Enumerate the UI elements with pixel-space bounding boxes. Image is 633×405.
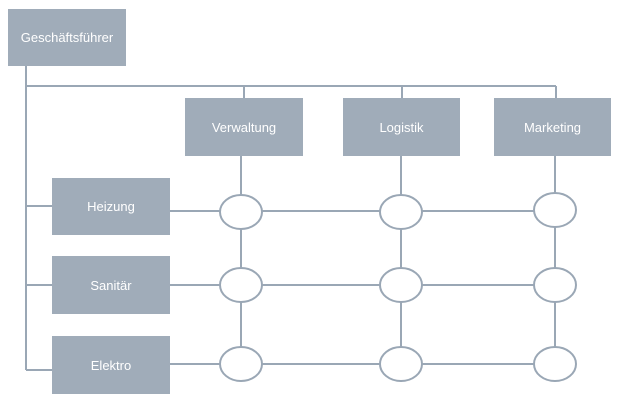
node-elektro-logistik bbox=[379, 346, 423, 382]
function-label-verwaltung: Verwaltung bbox=[211, 119, 277, 135]
function-label-logistik: Logistik bbox=[379, 119, 424, 135]
node-sanitaer-logistik bbox=[379, 267, 423, 303]
division-box-heizung: Heizung bbox=[52, 178, 170, 235]
division-box-elektro: Elektro bbox=[52, 336, 170, 394]
function-box-marketing: Marketing bbox=[494, 98, 611, 156]
division-label-heizung: Heizung bbox=[87, 199, 135, 214]
root-label: Geschäftsführer bbox=[20, 30, 114, 45]
node-heizung-logistik bbox=[379, 194, 423, 230]
function-label-marketing: Marketing bbox=[523, 119, 582, 135]
node-heizung-marketing bbox=[533, 192, 577, 228]
function-box-verwaltung: Verwaltung bbox=[185, 98, 303, 156]
node-heizung-verwaltung bbox=[219, 194, 263, 230]
function-box-logistik: Logistik bbox=[343, 98, 460, 156]
node-sanitaer-verwaltung bbox=[219, 267, 263, 303]
division-box-sanitaer: Sanitär bbox=[52, 256, 170, 314]
division-label-elektro: Elektro bbox=[90, 357, 132, 373]
node-sanitaer-marketing bbox=[533, 267, 577, 303]
division-label-sanitaer: Sanitär bbox=[90, 277, 132, 293]
node-elektro-marketing bbox=[533, 346, 577, 382]
node-elektro-verwaltung bbox=[219, 346, 263, 382]
root-box-geschaeftsfuehrer: Geschäftsführer bbox=[8, 9, 126, 66]
